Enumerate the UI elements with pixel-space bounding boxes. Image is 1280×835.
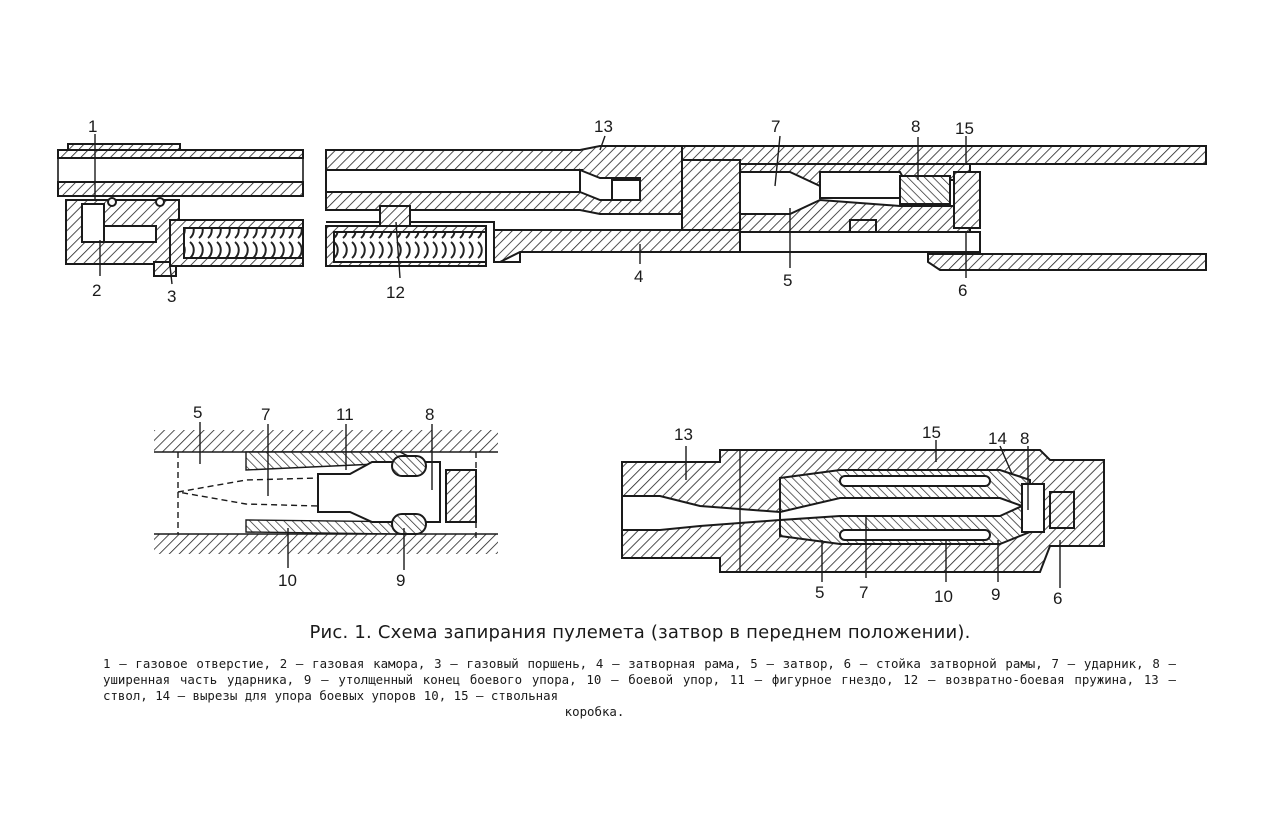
callout-12: 12 bbox=[386, 283, 405, 302]
callout-7: 7 bbox=[771, 117, 780, 136]
gas-piston bbox=[169, 219, 304, 267]
detail-a-callout-8: 8 bbox=[425, 405, 434, 424]
left-leaders bbox=[199, 422, 433, 570]
detail-a-callout-10: 10 bbox=[278, 571, 297, 590]
locking-mechanism-diagram: 1 2 3 12 13 4 7 5 8 15 6 5 7 11 bbox=[57, 117, 1207, 608]
bolt bbox=[739, 163, 981, 233]
legend-text-end: коробка. bbox=[564, 704, 625, 719]
detail-a-callout-9: 9 bbox=[396, 571, 405, 590]
callout-6: 6 bbox=[958, 281, 967, 300]
receiver bbox=[681, 145, 1207, 271]
detail-a-callout-11: 11 bbox=[336, 405, 354, 424]
barrel bbox=[325, 145, 683, 215]
top-leaders bbox=[94, 134, 967, 285]
figure-caption: Рис. 1. Схема запирания пулемета (затвор… bbox=[309, 622, 971, 643]
right-leaders bbox=[685, 440, 1061, 588]
detail-b-callout-6: 6 bbox=[1053, 589, 1062, 608]
callout-1: 1 bbox=[88, 117, 97, 136]
figure-legend: 1 — газовое отверстие, 2 — газовая камор… bbox=[103, 656, 1176, 720]
callout-3: 3 bbox=[167, 287, 176, 306]
legend-text: 1 — газовое отверстие, 2 — газовая камор… bbox=[103, 656, 1176, 703]
bolt-carrier bbox=[325, 205, 981, 267]
callout-13: 13 bbox=[594, 117, 613, 136]
detail-b-callout-13: 13 bbox=[674, 425, 693, 444]
callout-4: 4 bbox=[634, 267, 643, 286]
right-detail bbox=[621, 449, 1105, 573]
callout-2: 2 bbox=[92, 281, 101, 300]
detail-b-callout-5: 5 bbox=[815, 583, 824, 602]
detail-a-callout-5: 5 bbox=[193, 403, 202, 422]
callout-8: 8 bbox=[911, 117, 920, 136]
callout-15: 15 bbox=[955, 119, 974, 138]
top-section bbox=[57, 143, 1207, 277]
detail-b-callout-14: 14 bbox=[988, 429, 1007, 448]
detail-b-callout-15: 15 bbox=[922, 423, 941, 442]
left-detail bbox=[154, 430, 498, 554]
detail-a-callout-7: 7 bbox=[261, 405, 270, 424]
detail-b-callout-9: 9 bbox=[991, 585, 1000, 604]
gas-block bbox=[57, 143, 304, 277]
detail-b-callout-7: 7 bbox=[859, 583, 868, 602]
detail-b-callout-8: 8 bbox=[1020, 429, 1029, 448]
callout-5: 5 bbox=[783, 271, 792, 290]
detail-b-callout-10: 10 bbox=[934, 587, 953, 606]
